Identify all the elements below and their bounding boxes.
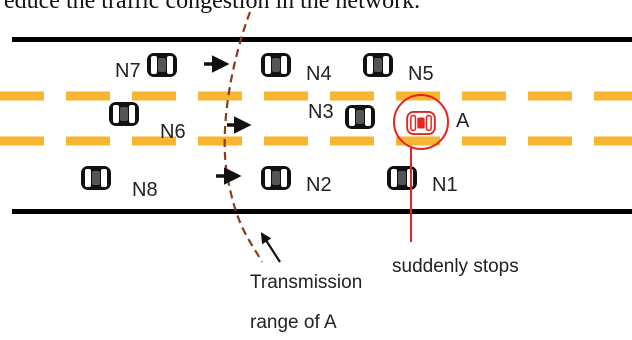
range-label-line2: range of A [250, 312, 337, 333]
vehicle-label: A [456, 110, 470, 132]
vehicle-label: N4 [306, 63, 332, 85]
vehicle-label: N3 [308, 101, 334, 123]
vehicle-label: N8 [132, 179, 158, 201]
vehicle-n5: N5 [363, 53, 434, 85]
road-edge-bottom [12, 209, 632, 214]
range-pointer-arrow [260, 232, 281, 263]
vehicle-n2: N2 [261, 166, 332, 196]
vehicle-label: N1 [432, 174, 458, 196]
vehicle-label: N7 [115, 60, 141, 82]
vehicle-n1: N1 [387, 166, 458, 196]
car-top-view-icon [261, 166, 291, 190]
vehicle-n7: N7 [115, 53, 177, 82]
stop-label: suddenly stops [392, 256, 519, 277]
highlight-circle [393, 94, 449, 150]
car-top-view-icon [387, 166, 417, 190]
vehicle-n6: N6 [109, 102, 186, 143]
vehicle-n8: N8 [81, 166, 158, 201]
car-top-view-icon [261, 53, 291, 77]
vehicle-label: N5 [408, 63, 434, 85]
range-label-line1: Transmission [250, 272, 362, 293]
car-top-view-icon [147, 53, 177, 77]
car-top-view-icon [109, 102, 139, 126]
car-top-view-icon [345, 105, 375, 129]
car-top-view-icon [406, 111, 436, 135]
road-edge-top [12, 37, 632, 42]
car-top-view-icon [363, 53, 393, 77]
vehicle-a-stopped: A [393, 94, 470, 150]
car-top-view-icon [81, 166, 111, 190]
vehicle-label: N2 [306, 174, 332, 196]
vehicle-label: N6 [160, 121, 186, 143]
vehicle-n4: N4 [261, 53, 332, 85]
vehicle-n3: N3 [308, 101, 375, 129]
caption-fragment: educe the traffic congestion in the netw… [4, 0, 420, 14]
